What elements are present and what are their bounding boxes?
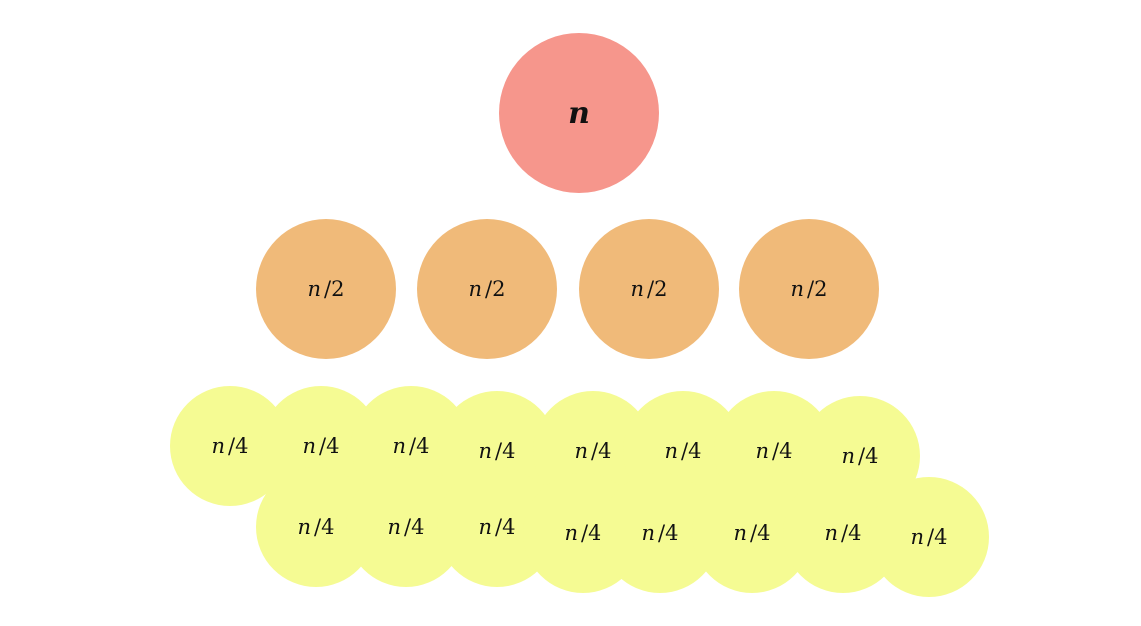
node-label: n/4 [388, 515, 425, 539]
node-label: n/4 [565, 521, 602, 545]
node-label-divisor: /2 [647, 277, 667, 301]
node-circle [417, 219, 557, 359]
tree-node-level-1: n/2 [579, 219, 719, 359]
node-circle [346, 467, 466, 587]
node-label-variable: n [303, 434, 317, 458]
node-circle [579, 219, 719, 359]
tree-node-level-2: n/4 [346, 467, 466, 587]
node-label-divisor: /4 [314, 515, 334, 539]
node-label: n/2 [308, 277, 345, 301]
node-label-variable: n [479, 515, 493, 539]
node-label-divisor: /4 [581, 521, 601, 545]
node-label-variable: n [568, 96, 590, 131]
tree-node-level-2: n/4 [783, 473, 903, 593]
tree-node-level-2: n/4 [600, 473, 720, 593]
node-label: n/4 [842, 444, 879, 468]
node-label: n/4 [479, 439, 516, 463]
node-label-divisor: /4 [750, 521, 770, 545]
node-label-variable: n [388, 515, 402, 539]
node-label: n/4 [575, 439, 612, 463]
node-label-variable: n [631, 277, 645, 301]
node-circle [256, 219, 396, 359]
node-label-divisor: /2 [324, 277, 344, 301]
node-label: n/4 [298, 515, 335, 539]
node-label-variable: n [298, 515, 312, 539]
node-label-variable: n [734, 521, 748, 545]
node-label: n/4 [393, 434, 430, 458]
node-label-divisor: /2 [807, 277, 827, 301]
node-label: n/4 [911, 525, 948, 549]
node-label-divisor: /4 [681, 439, 701, 463]
node-label: n/2 [631, 277, 668, 301]
node-label: n/4 [479, 515, 516, 539]
node-label-divisor: /4 [495, 439, 515, 463]
node-circle [869, 477, 989, 597]
node-label-variable: n [575, 439, 589, 463]
node-label-variable: n [212, 434, 226, 458]
node-circle [499, 33, 659, 193]
node-label-divisor: /4 [591, 439, 611, 463]
node-label: n/2 [469, 277, 506, 301]
node-label: n/4 [665, 439, 702, 463]
tree-node-level-2: n/4 [170, 386, 290, 506]
node-label-variable: n [842, 444, 856, 468]
node-label-divisor: /4 [228, 434, 248, 458]
node-label-divisor: /4 [858, 444, 878, 468]
node-label: n/4 [303, 434, 340, 458]
tree-node-level-1: n/2 [739, 219, 879, 359]
tree-node-level-1: n/2 [256, 219, 396, 359]
node-label-variable: n [308, 277, 322, 301]
tree-node-level-2: n/4 [692, 473, 812, 593]
node-label-variable: n [756, 439, 770, 463]
node-label-variable: n [911, 525, 925, 549]
tree-node-level-0: n [499, 33, 659, 193]
node-label-divisor: /4 [658, 521, 678, 545]
node-label: n/4 [642, 521, 679, 545]
node-label: n/2 [791, 277, 828, 301]
node-circle [692, 473, 812, 593]
node-circle [170, 386, 290, 506]
node-label-divisor: /4 [404, 515, 424, 539]
node-label: n/4 [212, 434, 249, 458]
node-label-divisor: /4 [841, 521, 861, 545]
node-label-variable: n [825, 521, 839, 545]
node-label-variable: n [479, 439, 493, 463]
node-circle [256, 467, 376, 587]
node-label-divisor: /4 [495, 515, 515, 539]
node-label-divisor: /2 [485, 277, 505, 301]
node-circle [437, 467, 557, 587]
tree-node-level-1: n/2 [417, 219, 557, 359]
tree-node-level-2: n/4 [869, 477, 989, 597]
node-label: n/4 [734, 521, 771, 545]
node-circle [739, 219, 879, 359]
node-label-variable: n [665, 439, 679, 463]
node-label-variable: n [469, 277, 483, 301]
node-label-variable: n [565, 521, 579, 545]
node-label: n/4 [825, 521, 862, 545]
node-label-divisor: /4 [319, 434, 339, 458]
node-label: n/4 [756, 439, 793, 463]
level-0-group: n [499, 33, 659, 193]
node-label-variable: n [791, 277, 805, 301]
tree-node-level-2: n/4 [256, 467, 376, 587]
node-label: n [568, 96, 590, 131]
node-label-variable: n [393, 434, 407, 458]
node-label-variable: n [642, 521, 656, 545]
node-circle [783, 473, 903, 593]
tree-node-level-2: n/4 [437, 467, 557, 587]
node-label-divisor: /4 [409, 434, 429, 458]
node-circle [600, 473, 720, 593]
node-label-divisor: /4 [927, 525, 947, 549]
node-label-divisor: /4 [772, 439, 792, 463]
